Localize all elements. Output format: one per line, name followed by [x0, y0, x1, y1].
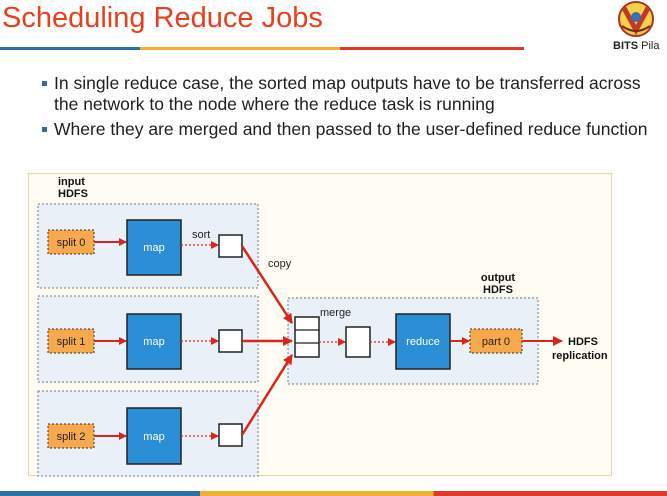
copy-arrow: [240, 245, 294, 324]
title-rule-red: [340, 47, 524, 50]
brand-location: Pila: [641, 40, 660, 52]
brand-name: BITS Pila: [613, 40, 659, 52]
copy-arrow: [240, 354, 294, 436]
bullet-list: In single reduce case, the sorted map ou…: [42, 73, 662, 144]
replication-label: replication: [552, 350, 608, 362]
map-box: [126, 407, 182, 465]
part-label: part 0: [482, 336, 510, 348]
merge-label: merge: [320, 307, 351, 319]
split-label: split 0: [57, 237, 86, 249]
output-hdfs-label: HDFS: [483, 284, 513, 296]
bullet-item: In single reduce case, the sorted map ou…: [42, 73, 662, 115]
title-rule-blue: [0, 47, 140, 50]
map-label: map: [143, 336, 164, 348]
merge-input-stack: [294, 316, 320, 358]
input-hdfs-label: HDFS: [58, 188, 88, 200]
split-box: [47, 328, 95, 354]
map-box: [126, 219, 182, 276]
split-label: split 2: [57, 431, 86, 443]
merged-output-box: [345, 326, 371, 358]
reduce-label: reduce: [406, 336, 440, 348]
footer-bar: [0, 491, 667, 496]
split-box: [47, 423, 95, 449]
input-label: input: [58, 176, 85, 188]
reduce-box: [395, 313, 451, 370]
bullet-item: Where they are merged and then passed to…: [42, 119, 662, 140]
title-rule-yellow: [140, 47, 340, 50]
sort-label: sort: [192, 229, 210, 241]
bits-logo-icon: [618, 1, 654, 37]
hdfs-label: HDFS: [568, 336, 598, 348]
output-label: output: [481, 272, 516, 284]
split-label: split 1: [57, 336, 86, 348]
map-label: map: [143, 242, 164, 254]
sorted-output-box: [218, 234, 243, 258]
sorted-output-box: [218, 423, 243, 447]
sorted-output-box: [218, 329, 243, 353]
brand-bits: BITS: [613, 40, 639, 52]
part-box: [469, 328, 523, 354]
slide-title: Scheduling Reduce Jobs: [2, 2, 323, 34]
split-box: [47, 229, 95, 255]
copy-label: copy: [268, 258, 292, 270]
map-label: map: [143, 431, 164, 443]
